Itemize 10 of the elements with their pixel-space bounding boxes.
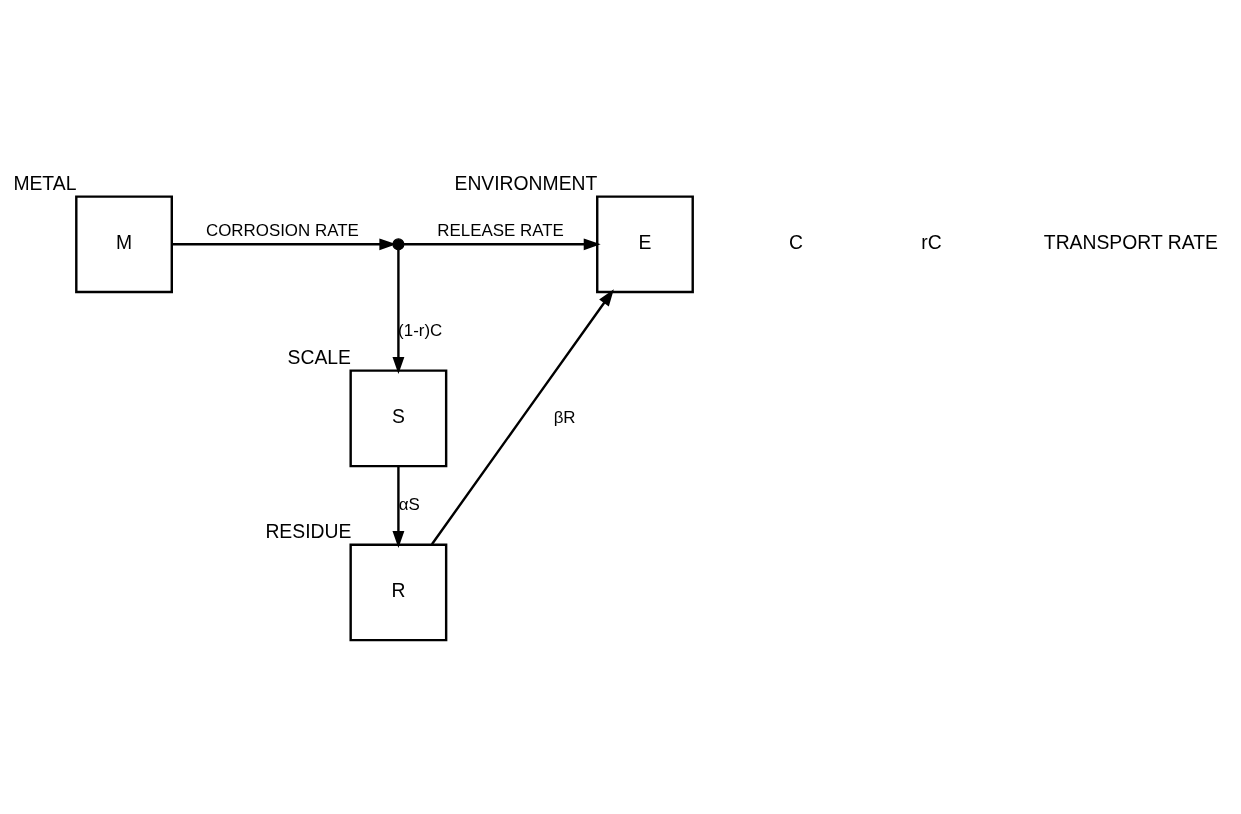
edge-label: CORROSION RATE <box>205 220 359 240</box>
label: rC <box>921 231 942 253</box>
node-label: ENVIRONMENT <box>454 172 598 194</box>
label: TRANSPORT RATE <box>1043 231 1218 253</box>
edge-label: βR <box>553 407 576 427</box>
node-label: RESIDUE <box>265 520 352 542</box>
edge-label: RELEASE RATE <box>437 220 564 240</box>
node-label: METAL <box>13 172 77 194</box>
node-label: SCALE <box>287 346 351 368</box>
label: C <box>789 231 804 253</box>
